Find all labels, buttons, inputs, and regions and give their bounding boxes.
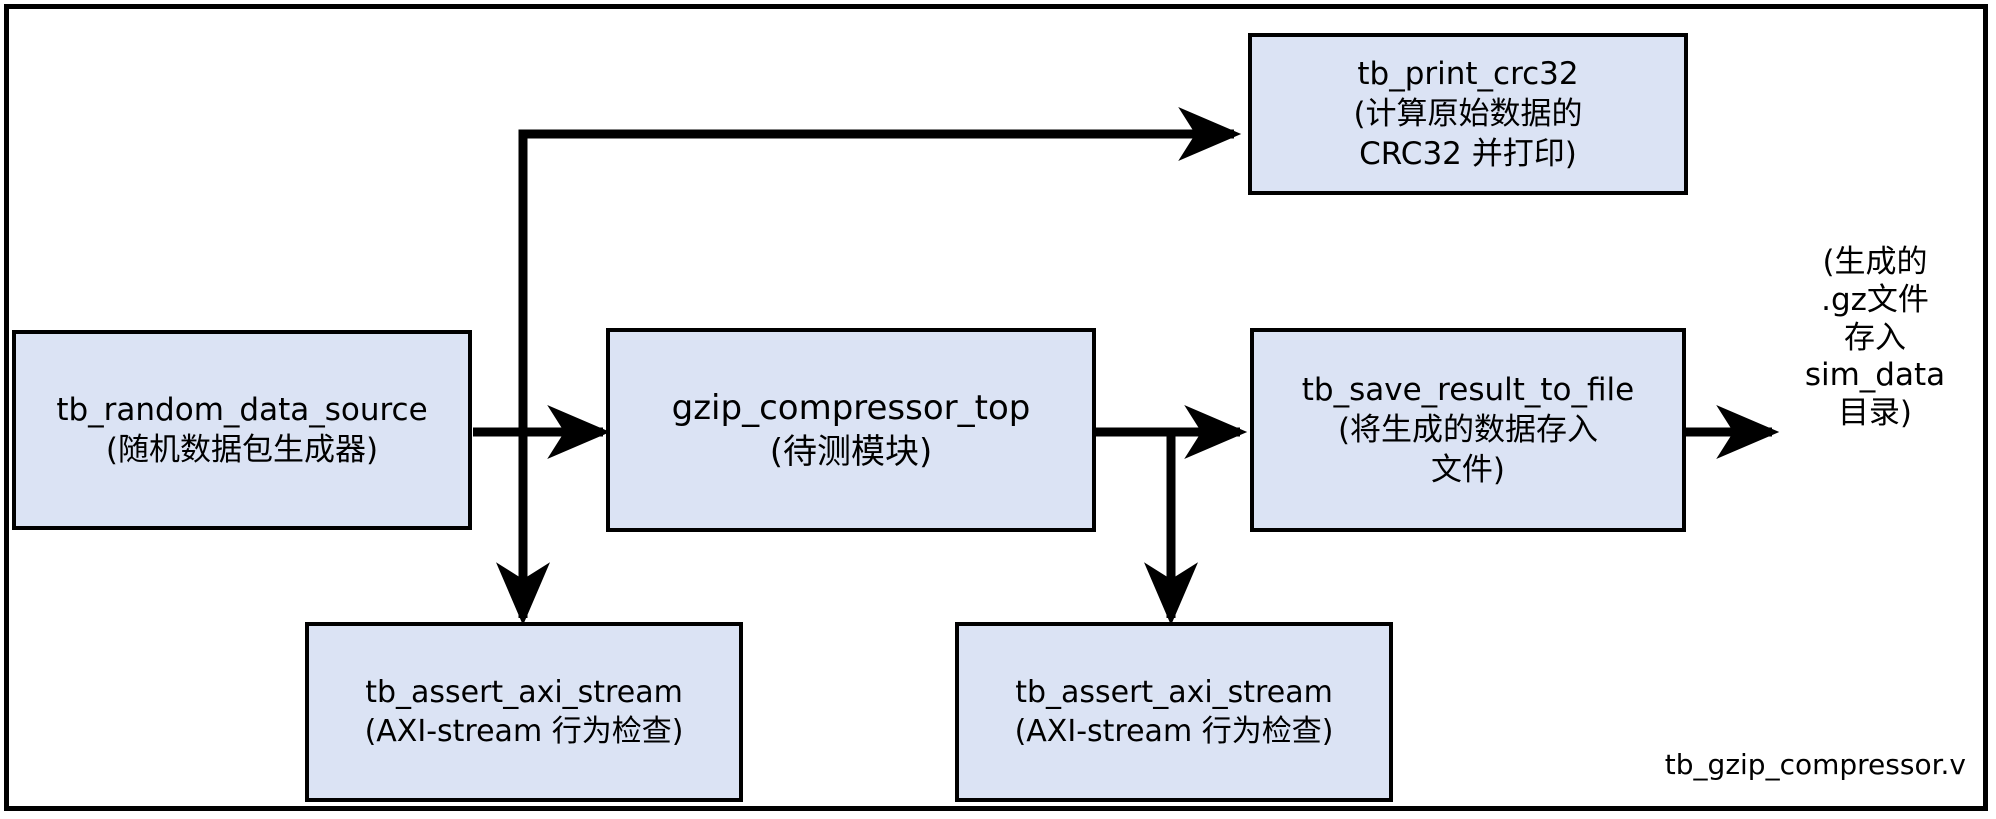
- node-tb-assert-axi-stream-right-line1: tb_assert_axi_stream: [1015, 675, 1333, 710]
- node-tb-assert-axi-stream-left-line2: (AXI-stream 行为检查): [364, 714, 684, 749]
- node-tb-assert-axi-stream-right-line2: (AXI-stream 行为检查): [1014, 714, 1334, 749]
- edge-source-branch-to-print-crc32: [518, 106, 1242, 432]
- node-tb-print-crc32[interactable]: tb_print_crc32 (计算原始数据的 CRC32 并打印): [1248, 33, 1688, 195]
- node-tb-assert-axi-stream-right[interactable]: tb_assert_axi_stream (AXI-stream 行为检查): [955, 622, 1393, 802]
- output-note-line4: sim_data: [1804, 357, 1946, 394]
- node-tb-print-crc32-line2: (计算原始数据的: [1353, 95, 1583, 132]
- node-tb-random-data-source-line2: (随机数据包生成器): [105, 432, 379, 468]
- diagram-outer-frame: [4, 4, 1988, 811]
- node-tb-save-result-to-file-line2: (将生成的数据存入: [1337, 411, 1599, 448]
- node-tb-assert-axi-stream-left-line1: tb_assert_axi_stream: [365, 675, 683, 710]
- output-note: (生成的 .gz文件 存入 sim_data 目录): [1760, 244, 1990, 433]
- node-gzip-compressor-top[interactable]: gzip_compressor_top (待测模块): [606, 328, 1096, 532]
- diagram-caption: tb_gzip_compressor.v: [1664, 748, 1966, 781]
- output-note-line2: .gz文件: [1821, 281, 1929, 318]
- node-gzip-compressor-top-line1: gzip_compressor_top: [671, 387, 1031, 428]
- node-tb-save-result-to-file[interactable]: tb_save_result_to_file (将生成的数据存入 文件): [1250, 328, 1686, 532]
- node-tb-random-data-source[interactable]: tb_random_data_source (随机数据包生成器): [12, 330, 472, 530]
- output-note-line1: (生成的: [1822, 244, 1928, 280]
- node-tb-random-data-source-line1: tb_random_data_source: [56, 391, 428, 428]
- node-tb-assert-axi-stream-left[interactable]: tb_assert_axi_stream (AXI-stream 行为检查): [305, 622, 743, 802]
- node-tb-print-crc32-line1: tb_print_crc32: [1357, 55, 1579, 92]
- node-tb-save-result-to-file-line3: 文件): [1430, 452, 1506, 489]
- output-note-line3: 存入: [1844, 319, 1906, 356]
- node-gzip-compressor-top-line2: (待测模块): [769, 432, 933, 472]
- node-tb-save-result-to-file-line1: tb_save_result_to_file: [1301, 371, 1635, 408]
- node-tb-print-crc32-line3: CRC32 并打印): [1359, 136, 1577, 173]
- output-note-line5: 目录): [1837, 395, 1913, 432]
